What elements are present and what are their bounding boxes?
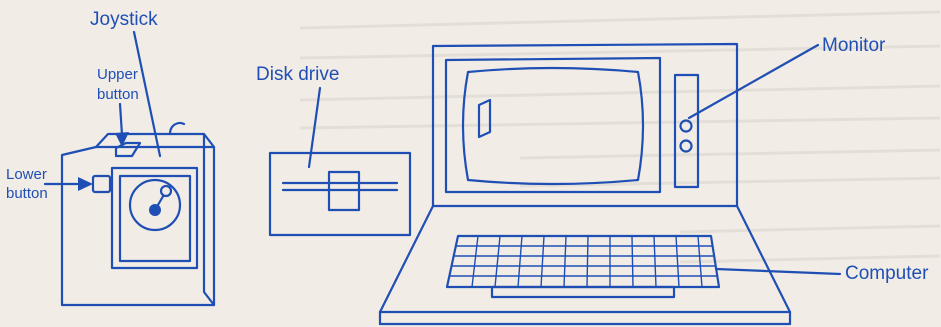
lower-button-label-line1: Lower bbox=[6, 166, 47, 183]
joystick-frame-inner bbox=[120, 176, 190, 261]
disk-drive-body bbox=[270, 153, 410, 235]
computer-label: Computer bbox=[845, 263, 929, 284]
joystick-cable bbox=[170, 123, 184, 134]
screen-glare bbox=[479, 100, 490, 137]
monitor-knob-bottom bbox=[681, 141, 692, 152]
disk-drive-illustration bbox=[270, 153, 410, 235]
keyboard-keys bbox=[450, 236, 717, 287]
space-bar bbox=[492, 287, 674, 297]
disk-drive-label: Disk drive bbox=[256, 64, 339, 85]
upper-button-label-line2: button bbox=[97, 86, 139, 103]
upper-button bbox=[116, 143, 140, 156]
joystick-frame-outer bbox=[112, 168, 197, 268]
computer-illustration bbox=[380, 44, 790, 324]
upper-button-arrow bbox=[120, 104, 122, 135]
joystick-illustration bbox=[62, 123, 214, 305]
lower-button-label-line2: button bbox=[6, 185, 48, 202]
upper-button-label-line1: Upper bbox=[97, 66, 138, 83]
disk-slot bbox=[283, 183, 397, 190]
monitor-leader bbox=[689, 45, 818, 118]
lower-button bbox=[93, 176, 110, 192]
computer-leader bbox=[716, 269, 840, 274]
joystick-body bbox=[62, 147, 214, 305]
joystick-label: Joystick bbox=[90, 9, 158, 30]
monitor-label: Monitor bbox=[822, 35, 886, 56]
joystick-knob bbox=[149, 204, 161, 216]
